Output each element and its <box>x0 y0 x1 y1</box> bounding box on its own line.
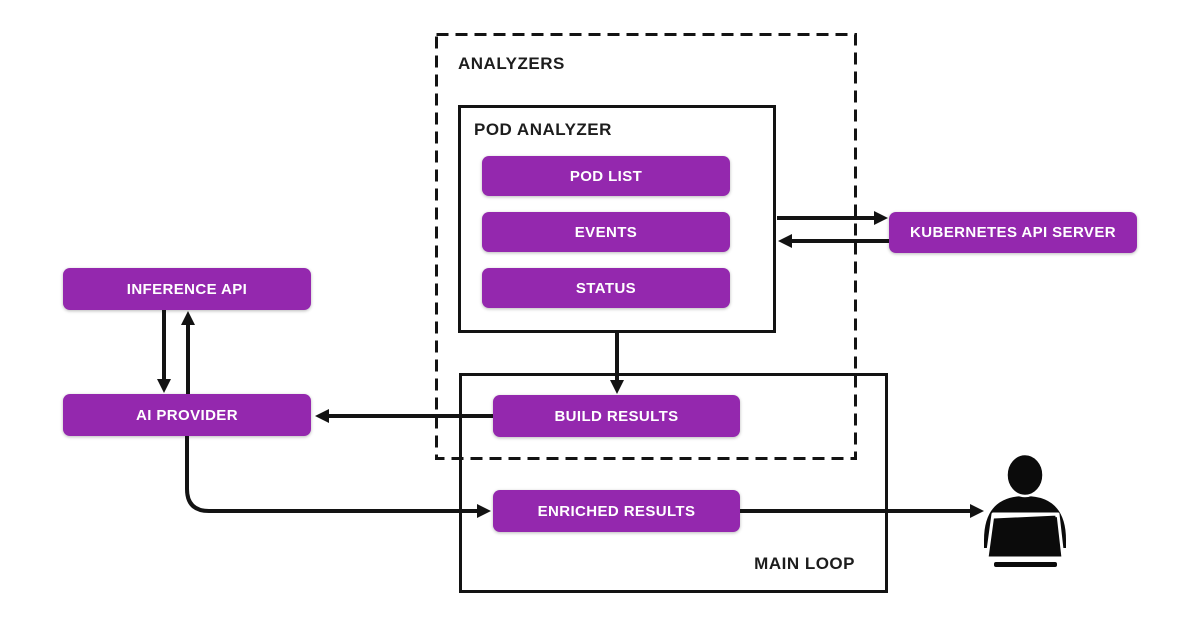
person-at-laptop-icon <box>984 452 1066 567</box>
arrow-inference-api-to-ai-provider <box>157 310 171 393</box>
analyzers-group-label: ANALYZERS <box>458 54 565 73</box>
person-head <box>1005 452 1045 498</box>
node-build-results: BUILD RESULTS <box>493 395 740 437</box>
node-ai-provider: AI PROVIDER <box>63 394 311 436</box>
node-enriched-results: ENRICHED RESULTS <box>493 490 740 532</box>
main-loop-group-label: MAIN LOOP <box>754 554 855 573</box>
laptop-base <box>994 562 1057 567</box>
node-kubernetes-api-server: KUBERNETES API SERVER <box>889 212 1137 253</box>
laptop-screen <box>985 512 1065 560</box>
node-pod-list: POD LIST <box>482 156 730 196</box>
node-events: EVENTS <box>482 212 730 252</box>
pod-analyzer-box-label: POD ANALYZER <box>474 120 612 139</box>
arrow-ai-provider-to-inference-api <box>181 311 195 394</box>
node-inference-api: INFERENCE API <box>63 268 311 310</box>
node-status: STATUS <box>482 268 730 308</box>
